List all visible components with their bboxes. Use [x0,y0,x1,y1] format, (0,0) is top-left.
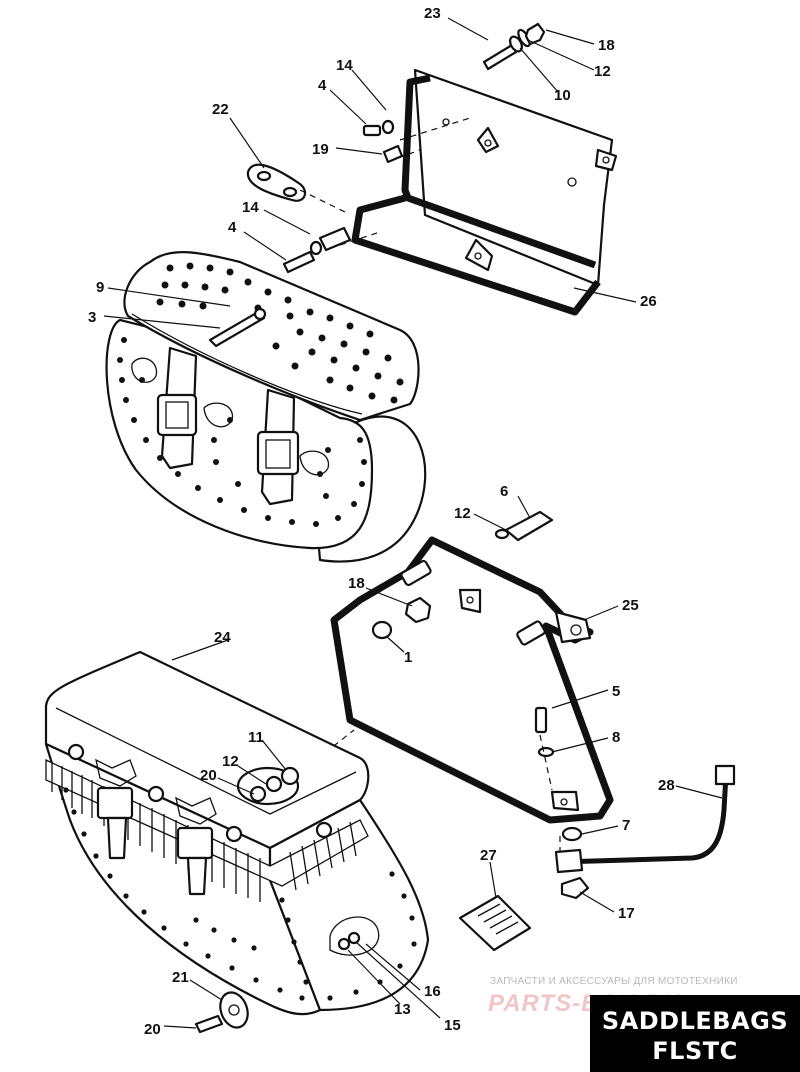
decal-27 [458,894,532,952]
callout-12-middle: 12 [454,505,471,522]
callout-labels: 23 18 12 10 4 14 22 19 14 4 9 3 26 6 12 … [88,5,675,1038]
mounting-bracket-26 [351,68,618,316]
diagram-title: SADDLEBAGS [601,1007,789,1035]
callout-5: 5 [612,683,620,700]
callout-16: 16 [424,983,441,1000]
callout-14-lower: 14 [242,199,259,216]
callout-20-bottom: 20 [144,1021,161,1038]
diagram-model: FLSTC [652,1037,738,1065]
callout-4-upper: 4 [318,77,327,94]
callout-17: 17 [618,905,635,922]
callout-23: 23 [424,5,441,22]
diagram-title-box: SADDLEBAGS FLSTC [590,995,800,1072]
callout-20-lid: 20 [200,767,217,784]
bolt-4-upper [362,119,395,137]
callout-12-upper: 12 [594,63,611,80]
saddlebag-studded [105,251,427,563]
callout-1: 1 [404,649,412,666]
callout-6: 6 [500,483,508,500]
callout-11: 11 [248,729,264,746]
concho-21 [194,991,249,1034]
watermark-caption: ЗАПЧАСТИ И АКСЕССУАРЫ ДЛЯ МОТОТЕХНИКИ [490,976,738,987]
callout-10: 10 [554,87,571,104]
callout-24: 24 [214,629,231,646]
callout-15: 15 [444,1017,461,1034]
callout-27: 27 [480,847,497,864]
support-rod-28 [554,764,736,874]
strap-22 [246,163,307,202]
leader-lines [103,17,723,1029]
callout-26: 26 [640,293,657,310]
callout-9: 9 [96,279,104,296]
callout-21: 21 [172,969,189,986]
callout-25: 25 [622,597,639,614]
callout-19: 19 [312,141,329,158]
lower-hardware [371,510,590,900]
saddlebag-fringed [44,650,430,1016]
callout-14-upper: 14 [336,57,353,74]
callout-12-lower: 12 [222,753,239,770]
bolt-23-assembly [482,22,546,71]
callout-7: 7 [622,817,630,834]
spacer-19 [382,144,404,164]
callout-4-lower: 4 [228,219,237,236]
callout-28: 28 [658,777,675,794]
callout-13: 13 [394,1001,411,1018]
callout-8: 8 [612,729,620,746]
bolt-4-lower [282,226,352,274]
callout-22: 22 [212,101,229,118]
callout-3: 3 [88,309,96,326]
mounting-bracket-25 [330,536,614,824]
callout-18-lower: 18 [348,575,365,592]
callout-18-upper: 18 [598,37,615,54]
